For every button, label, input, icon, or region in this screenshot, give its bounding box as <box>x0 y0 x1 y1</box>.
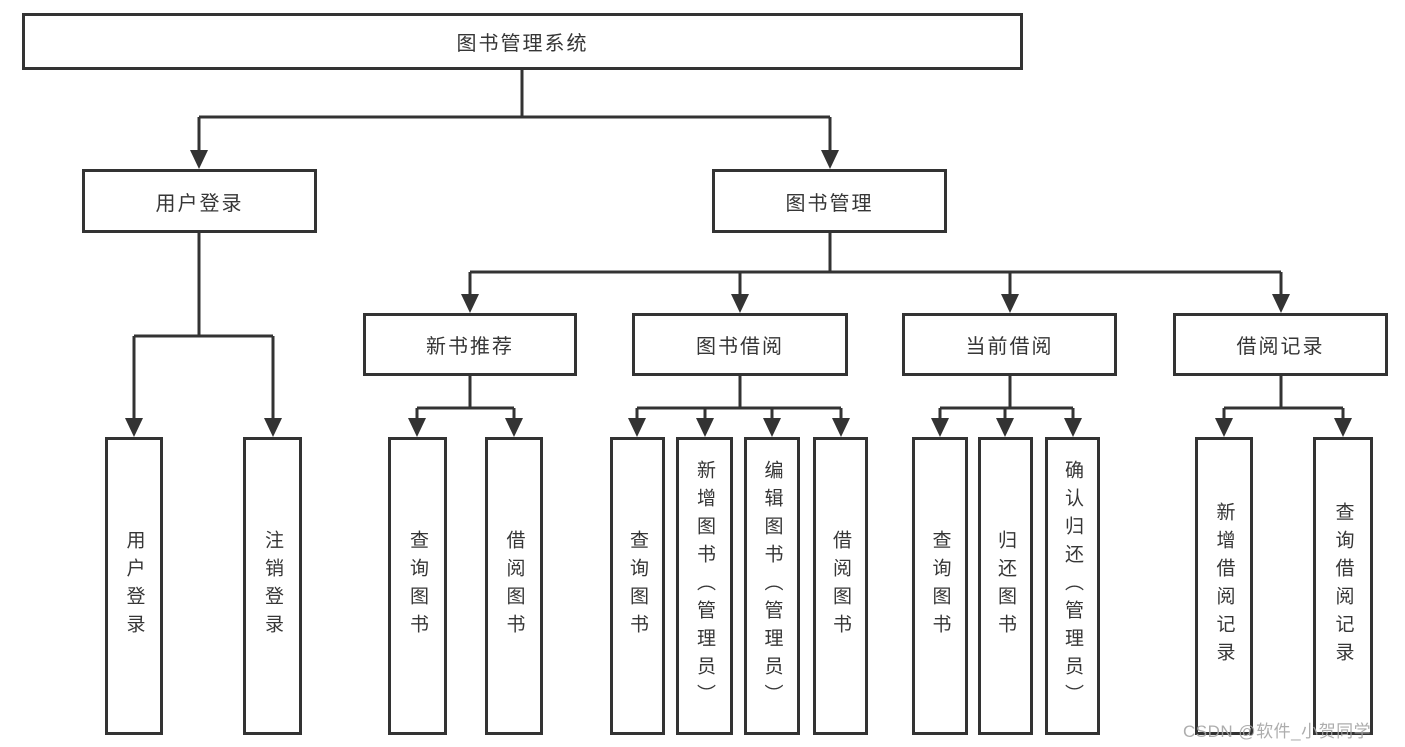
leaf-label: 查询图书 <box>929 530 951 642</box>
leaf-query-book-newrec: 查询图书 <box>388 437 447 735</box>
leaf-borrow-book: 借阅图书 <box>813 437 868 735</box>
node-borrow-record: 借阅记录 <box>1173 313 1388 376</box>
node-new-book-recommend: 新书推荐 <box>363 313 577 376</box>
leaf-label: 新增借阅记录 <box>1213 502 1235 670</box>
node-book-borrow: 图书借阅 <box>632 313 848 376</box>
leaf-label: 编辑图书（管理员） <box>761 460 783 712</box>
node-current-borrow: 当前借阅 <box>902 313 1117 376</box>
node-root: 图书管理系统 <box>22 13 1023 70</box>
leaf-label: 查询图书 <box>407 530 428 642</box>
leaf-query-book-current: 查询图书 <box>912 437 968 735</box>
node-user-login: 用户登录 <box>82 169 317 233</box>
connector-lines <box>132 69 1345 422</box>
leaf-edit-book-admin: 编辑图书（管理员） <box>744 437 800 735</box>
leaf-label: 注销登录 <box>262 530 283 642</box>
node-label: 图书管理 <box>785 192 874 215</box>
leaf-logout-login: 注销登录 <box>243 437 302 735</box>
node-label: 新书推荐 <box>426 336 514 358</box>
leaf-confirm-return-admin: 确认归还（管理员） <box>1045 437 1100 735</box>
leaf-label: 新增图书（管理员） <box>694 460 715 712</box>
watermark: CSDN @软件_小贺同学 <box>1183 722 1372 741</box>
node-label: 借阅记录 <box>1236 336 1325 358</box>
leaf-query-book-borrow: 查询图书 <box>610 437 665 735</box>
leaf-add-borrow-record: 新增借阅记录 <box>1195 437 1253 735</box>
node-label: 用户登录 <box>155 192 244 215</box>
node-label: 当前借阅 <box>965 336 1054 358</box>
leaf-label: 确认归还（管理员） <box>1062 460 1083 712</box>
leaf-label: 用户登录 <box>123 530 145 642</box>
node-root-label: 图书管理系统 <box>456 33 589 55</box>
leaf-label: 查询图书 <box>627 530 648 642</box>
leaf-label: 归还图书 <box>995 530 1016 642</box>
leaf-query-borrow-record: 查询借阅记录 <box>1313 437 1373 735</box>
leaf-label: 借阅图书 <box>830 530 851 642</box>
leaf-add-book-admin: 新增图书（管理员） <box>676 437 733 735</box>
leaf-user-login: 用户登录 <box>105 437 163 735</box>
node-label: 图书借阅 <box>696 336 784 358</box>
leaf-label: 查询借阅记录 <box>1332 502 1354 670</box>
leaf-return-book: 归还图书 <box>978 437 1033 735</box>
node-book-management: 图书管理 <box>712 169 947 233</box>
leaf-borrow-book-newrec: 借阅图书 <box>485 437 543 735</box>
leaf-label: 借阅图书 <box>503 530 525 642</box>
